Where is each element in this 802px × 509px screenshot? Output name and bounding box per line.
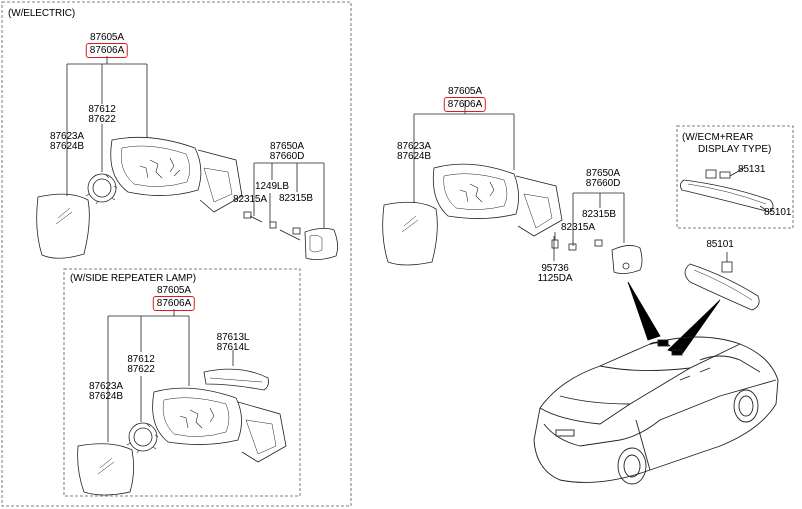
mirror-glass-top-left xyxy=(36,193,90,259)
part-95736-label: 95736 xyxy=(541,263,569,274)
part-87614L-label: 87614L xyxy=(216,342,250,353)
part-87623A-label: 87623A xyxy=(50,131,84,142)
rear-mirror xyxy=(684,252,760,311)
actuator-side-repeater xyxy=(126,422,159,454)
part-87624B-label-3: 87624B xyxy=(397,151,431,162)
group-label-ecm-line2: DISPLAY TYPE) xyxy=(698,144,772,155)
part-87613L-label: 87613L xyxy=(216,332,250,343)
repeater-lamp xyxy=(203,368,269,391)
part-87650A-label: 87650A xyxy=(270,141,304,152)
part-87612-label: 87612 xyxy=(88,104,116,115)
part-85131-label: 85131 xyxy=(738,164,766,175)
mirror-housing-center xyxy=(432,163,563,237)
part-87622-label: 87622 xyxy=(88,114,116,125)
part-87605A-label-2: 87605A xyxy=(157,285,191,296)
part-87605A-label: 87605A xyxy=(90,32,124,43)
leader-lines-center xyxy=(413,100,625,261)
part-87660D-label: 87660D xyxy=(269,151,305,162)
group-label-ecm-line1: (W/ECM+REAR xyxy=(682,132,754,143)
part-82315B-label: 82315B xyxy=(279,193,313,204)
leader-lines-side-repeater xyxy=(107,309,234,442)
part-87623A-label-3: 87623A xyxy=(397,141,431,152)
screws-center xyxy=(551,232,603,251)
part-87606A-highlight-3: 87606A xyxy=(443,97,487,112)
part-85101-label-2: 85101 xyxy=(706,239,734,250)
part-87650A-label-2: 87650A xyxy=(586,168,620,179)
leader-lines-top-left xyxy=(66,56,325,228)
mirror-glass-side-repeater xyxy=(77,443,134,496)
part-87660D-label-2: 87660D xyxy=(585,178,621,189)
part-87624B-label: 87624B xyxy=(50,141,84,152)
part-87623A-label-2: 87623A xyxy=(89,381,123,392)
part-82315A-label: 82315A xyxy=(233,194,267,205)
part-1249LB-label: 1249LB xyxy=(255,181,289,192)
part-87606A-highlight-2: 87606A xyxy=(152,296,196,311)
ecm-group-box xyxy=(676,125,794,229)
mirror-base-center xyxy=(611,245,643,274)
mirror-base-top-left xyxy=(304,228,338,260)
group-label-electric: (W/ELECTRIC) xyxy=(8,8,76,19)
mirror-housing-side-repeater xyxy=(152,387,287,463)
side-repeater-group-box xyxy=(63,268,301,497)
screws-top-left xyxy=(243,211,301,241)
mirror-housing-top-left xyxy=(110,136,243,213)
group-label-side-repeater: (W/SIDE REPEATER LAMP) xyxy=(70,273,196,284)
electric-group-box xyxy=(1,1,352,507)
part-87606A-highlight: 87606A xyxy=(85,43,129,58)
mirror-glass-center xyxy=(382,201,438,266)
car-drawing xyxy=(533,336,779,485)
part-87624B-label-2: 87624B xyxy=(89,391,123,402)
actuator-top-left xyxy=(85,173,118,205)
part-87605A-label-3: 87605A xyxy=(448,86,482,97)
part-82315A-label-2: 82315A xyxy=(561,222,595,233)
part-87622-label-2: 87622 xyxy=(127,364,155,375)
part-85101-label: 85101 xyxy=(764,207,792,218)
part-87612-label-2: 87612 xyxy=(127,354,155,365)
ecm-rear-mirror xyxy=(680,167,774,213)
part-1125DA-label: 1125DA xyxy=(537,273,573,284)
part-82315B-label-2: 82315B xyxy=(582,209,616,220)
